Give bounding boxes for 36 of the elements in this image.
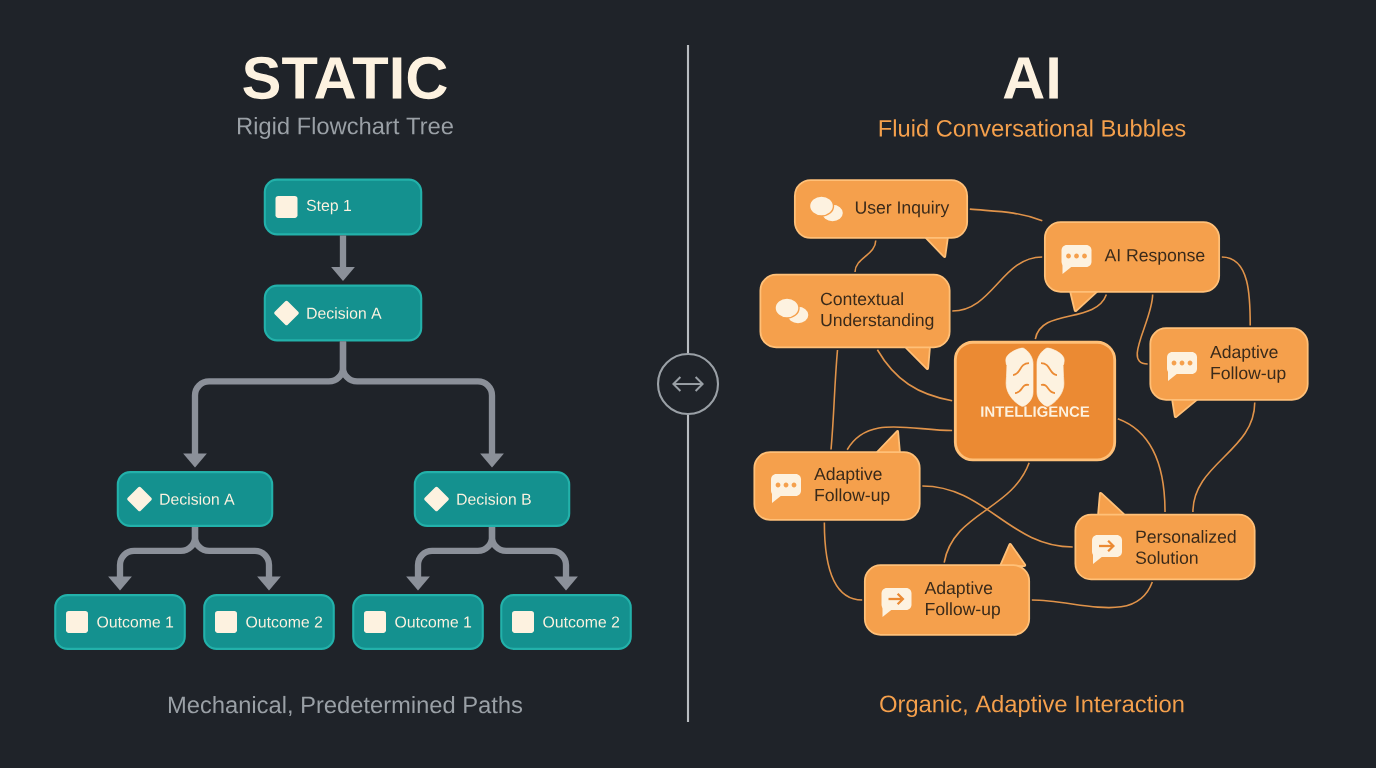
subtitle: Rigid Flowchart Tree	[238, 116, 453, 140]
connector-line	[1221, 256, 1251, 327]
speech-bubble: Contextual Understanding	[759, 273, 951, 371]
caption: Mechanical, Predetermined Paths	[169, 695, 523, 717]
connector-line	[876, 348, 953, 402]
connector-line	[1034, 293, 1108, 340]
process-box: Outcome 2	[500, 594, 632, 650]
connector-line	[1136, 293, 1154, 365]
speech-bubble: User Inquiry	[793, 179, 969, 259]
connector-line	[830, 349, 839, 451]
connector-line	[1116, 418, 1166, 513]
process-box: Decision A	[116, 471, 274, 527]
connector-line	[854, 239, 877, 273]
speech-bubble: Adaptive Follow-up	[1149, 327, 1309, 419]
process-box: Decision A	[263, 284, 423, 342]
speech-bubble: Adaptive Follow-up	[863, 543, 1031, 636]
connector-line	[846, 426, 953, 451]
subtitle: Fluid Conversational Bubbles	[879, 119, 1186, 137]
process-box: Outcome 2	[203, 594, 335, 650]
connector-line	[1031, 581, 1154, 609]
connector-line	[921, 485, 1074, 548]
process-box: Step 1	[263, 178, 423, 236]
connector-line	[943, 462, 1030, 564]
caption: Organic, Adaptive Interaction	[880, 694, 1184, 718]
speech-bubble: Adaptive Follow-up	[753, 430, 921, 521]
connector-line	[1192, 401, 1256, 513]
process-box: Outcome 1	[54, 594, 186, 650]
connector-line	[969, 208, 1044, 222]
process-box: Decision B	[413, 471, 571, 527]
speech-bubble: AI Response	[1043, 221, 1221, 313]
connector-line	[823, 521, 863, 601]
speech-bubble: Personalized Solution	[1074, 491, 1256, 581]
connector-line	[951, 256, 1043, 312]
process-box: Outcome 1	[352, 594, 484, 650]
heading: STATIC	[243, 56, 447, 100]
heading: AI	[1003, 57, 1058, 99]
